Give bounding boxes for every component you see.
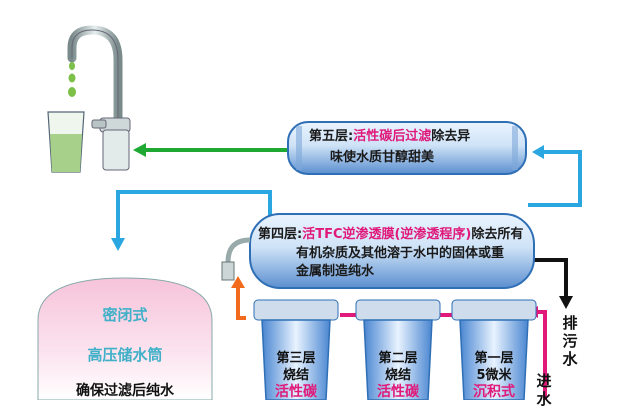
stage3-media: 活性碳 (275, 384, 317, 400)
tank-line1: 密闭式 (102, 306, 148, 324)
drain-pipe (528, 258, 573, 309)
glass-of-water-icon (47, 111, 85, 173)
flow-pipe-to-tank (111, 190, 272, 251)
drain-label: 排污水 (562, 314, 578, 368)
stage3-line2: 烧结 (282, 368, 309, 383)
stage1-label: 第一层 5微米 沉积式 (455, 350, 533, 401)
arrow-head-icon (111, 238, 125, 251)
flow-pipe-stage3-to-stage4 (231, 276, 246, 320)
stage4-line2: 有机杂质及其他溶于水中的固体或重 (296, 246, 505, 261)
stage1-filter-housing (451, 299, 537, 400)
stage2-filter-housing (355, 299, 441, 400)
stage2-title: 第二层 (378, 351, 418, 366)
stage5-line2: 味使水质甘醇甜美 (330, 150, 435, 165)
stage1-media: 沉积式 (473, 384, 515, 400)
stage2-media: 活性碳 (377, 384, 419, 400)
stage5-label: 第五层:活性碳后过滤除去异 (309, 128, 470, 145)
stage3-title: 第三层 (276, 351, 316, 366)
stage4-line3: 金属制造纯水 (296, 264, 375, 279)
stage5-prefix: 第五层: (309, 129, 354, 144)
stage4-suffix: 除去所有 (471, 227, 524, 242)
flow-pipe-to-faucet (133, 143, 290, 157)
water-drop-icon (68, 62, 76, 97)
stage1-line2: 5微米 (476, 368, 512, 383)
stage2-label: 第二层 烧结 活性碳 (359, 350, 437, 401)
arrow-head-icon (532, 145, 544, 159)
tank-line2: 高压储水筒 (87, 346, 163, 364)
arrow-head-icon (559, 296, 573, 309)
faucet-icon (67, 25, 131, 171)
arrow-head-icon (231, 276, 245, 288)
stage3-filter-housing (253, 299, 339, 400)
stage4-highlight: 活TFC逆渗透膜(逆渗透程序) (302, 227, 472, 242)
tank-line3: 确保过滤后纯水 (76, 383, 174, 399)
pressure-tank (37, 277, 213, 400)
stage5-filter-cartridge (287, 121, 527, 175)
stage3-label: 第三层 烧结 活性碳 (257, 350, 335, 401)
inlet-label: 进水 (536, 372, 552, 408)
stage2-line2: 烧结 (384, 368, 411, 383)
arrow-head-icon (133, 143, 146, 157)
stage1-title: 第一层 (474, 351, 514, 366)
stage5-highlight: 活性碳后过滤 (353, 129, 432, 144)
stage4-membrane-housing (221, 213, 535, 289)
flow-pipe-stage4-to-stage5 (528, 145, 582, 207)
stage5-suffix: 除去异 (431, 129, 471, 144)
stage4-label: 第四层:活TFC逆渗透膜(逆渗透程序)除去所有 (258, 226, 523, 243)
stage4-prefix: 第四层: (258, 227, 303, 242)
